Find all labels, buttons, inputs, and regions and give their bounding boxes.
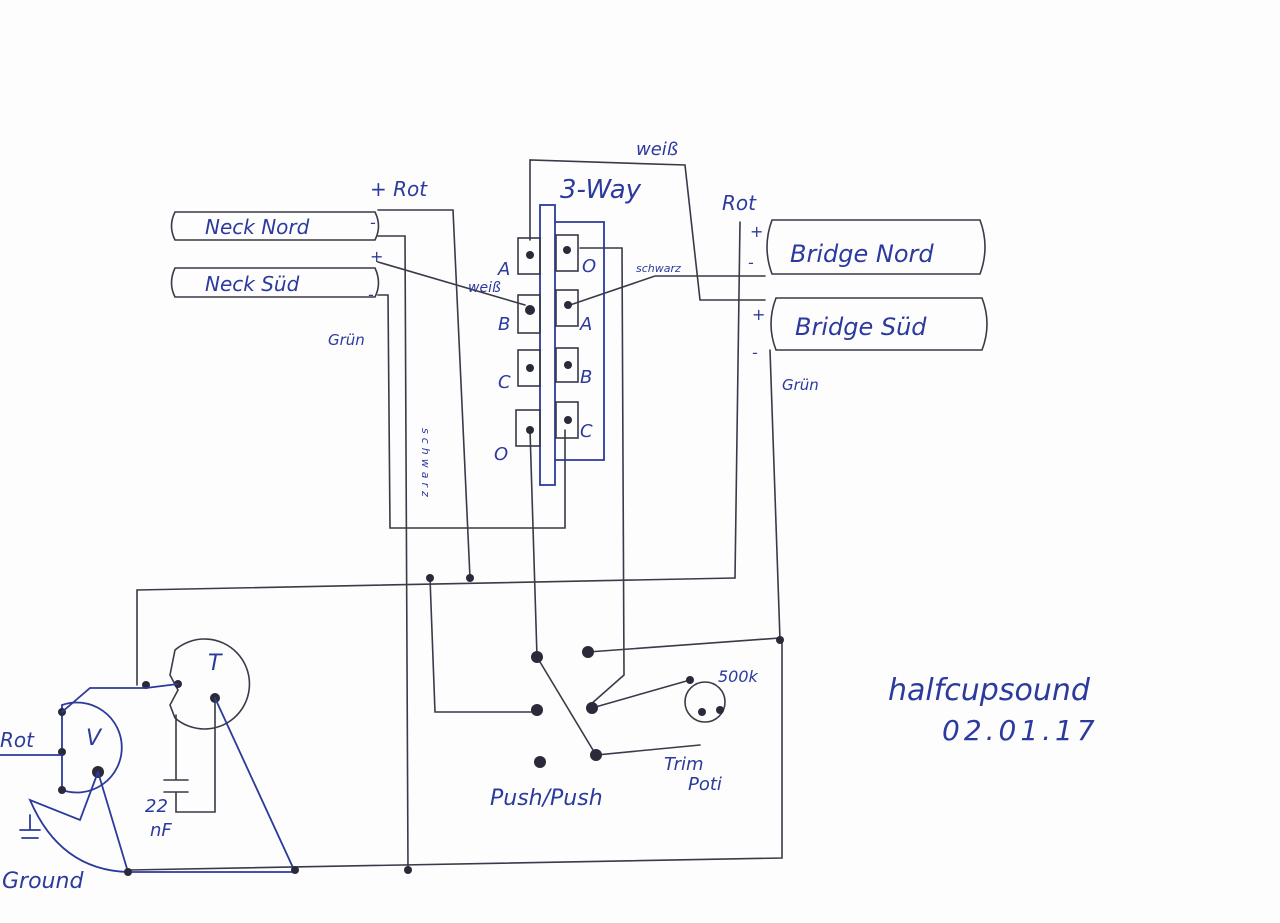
pickup-neck-north: Neck Nord: [170, 211, 380, 241]
terminal-label: B: [498, 314, 510, 335]
switch-title: 3-Way: [560, 175, 642, 205]
neck-south-label: Neck Süd: [205, 272, 300, 296]
three-way-switch: 3-Way A B C O O A B C: [494, 175, 642, 486]
terminal-label: A: [497, 259, 510, 280]
signature-date: 02.01.17: [942, 714, 1099, 747]
terminal-label: C: [580, 421, 593, 442]
polarity-sign: +: [750, 222, 763, 241]
terminal-label: B: [580, 367, 592, 388]
switch-right-lugs: [555, 234, 579, 439]
polarity-sign: -: [370, 213, 376, 232]
label-neck-green: Grün: [328, 331, 365, 349]
terminal-label: O: [494, 444, 508, 465]
polarity-sign: +: [370, 247, 383, 266]
label-black-bridge: schwarz: [636, 262, 681, 275]
pickup-bridge-south: Bridge Süd: [770, 297, 988, 351]
label-bridge-green: Grün: [782, 376, 819, 394]
label-white-top: weiß: [636, 139, 678, 160]
bridge-south-label: Bridge Süd: [795, 313, 927, 341]
label-white-neck: weiß: [468, 280, 501, 296]
tone-label: T: [208, 651, 223, 676]
terminal-label: A: [579, 314, 592, 335]
terminal-label: O: [582, 256, 596, 277]
polarity-sign: +: [752, 305, 765, 324]
label-left-red: Rot: [0, 728, 35, 752]
label-bridge-red: Rot: [722, 191, 757, 215]
trim-label: Poti: [688, 774, 722, 795]
polarity-sign: -: [368, 285, 374, 304]
label-black-vertical: schwarz: [419, 428, 432, 501]
pickup-neck-south: Neck Süd: [170, 267, 380, 298]
pickup-bridge-north: Bridge Nord: [766, 219, 986, 275]
capacitor-value: 22: [145, 796, 168, 817]
signature: halfcupsound 02.01.17: [888, 673, 1099, 747]
signature-name: halfcupsound: [888, 673, 1091, 708]
push-push-pot: Push/Push: [404, 574, 784, 874]
tone-pot: T 22 nF: [142, 638, 251, 841]
trim-label: Trim: [664, 754, 704, 775]
capacitor-unit: nF: [150, 820, 172, 841]
wire-labels: + Rot Grün weiß weiß Rot Grün schwarz sc…: [0, 139, 819, 894]
bridge-north-label: Bridge Nord: [790, 240, 934, 268]
neck-north-label: Neck Nord: [205, 215, 310, 239]
polarity-sign: -: [748, 253, 754, 272]
switch-left-lugs: [515, 237, 541, 447]
trim-value-label: 500k: [718, 667, 759, 686]
blue-wires: [0, 683, 299, 876]
volume-pot: V: [58, 701, 123, 794]
label-neck-red: + Rot: [370, 177, 428, 201]
push-push-label: Push/Push: [490, 786, 603, 811]
label-ground: Ground: [2, 869, 84, 894]
volume-label: V: [86, 726, 103, 751]
polarity-sign: -: [752, 343, 758, 362]
trim-pot: 500k Trim Poti: [664, 667, 759, 795]
terminal-label: C: [498, 372, 511, 393]
wires: [129, 159, 783, 871]
